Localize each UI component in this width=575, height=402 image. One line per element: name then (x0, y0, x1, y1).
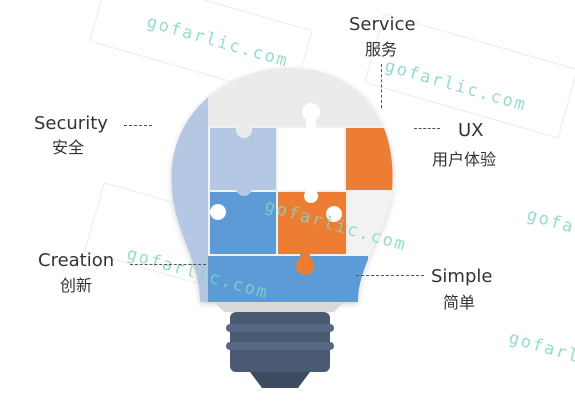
puzzle-knob-neck (306, 116, 316, 130)
puzzle-piece-white (278, 128, 344, 190)
bulb-tip (250, 372, 310, 388)
label-service-zh: 服务 (365, 40, 398, 59)
label-creation-en: Creation (38, 250, 115, 271)
label-ux-zh: 用户体验 (432, 150, 497, 169)
label-service-en: Service (349, 14, 416, 35)
connector-simple (356, 275, 424, 276)
label-creation-zh: 创新 (60, 276, 93, 295)
puzzle-knob (296, 257, 314, 275)
puzzle-piece-light-blue (210, 128, 276, 190)
connector-creation (130, 264, 206, 265)
bulb-base-ridge (226, 342, 334, 350)
label-simple-zh: 简单 (443, 293, 476, 312)
bulb-base-ridge (226, 324, 334, 332)
puzzle-knob (236, 122, 252, 138)
puzzle-knob (304, 189, 318, 203)
puzzle-knob (236, 180, 252, 196)
puzzle-knob (346, 150, 362, 166)
puzzle-knob (326, 206, 342, 222)
puzzle-knob (210, 204, 226, 220)
puzzle-knob-neck (300, 254, 310, 260)
puzzle-piece-blue (210, 192, 276, 254)
label-ux-en: UX (458, 120, 484, 141)
label-simple-en: Simple (431, 266, 493, 287)
connector-security (124, 125, 152, 126)
label-security-zh: 安全 (52, 138, 85, 157)
bulb-neck (214, 302, 344, 312)
connector-ux (414, 128, 440, 129)
label-security-en: Security (34, 113, 108, 134)
puzzle-piece-creation (208, 256, 368, 302)
connector-service (381, 64, 382, 108)
